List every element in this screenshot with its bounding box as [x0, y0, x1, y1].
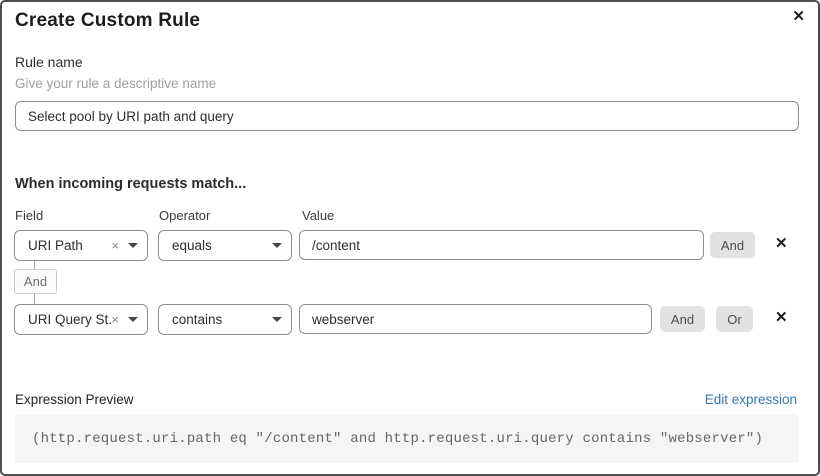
rule-name-input[interactable] [15, 101, 799, 131]
page-title: Create Custom Rule [15, 10, 201, 31]
chevron-down-icon [128, 317, 138, 322]
value-column-label: Value [302, 208, 335, 223]
expression-code-block: (http.request.uri.path eq "/content" and… [15, 414, 799, 463]
clear-field-icon[interactable]: × [111, 312, 119, 327]
operator-select[interactable]: equals [158, 230, 292, 261]
value-input[interactable] [299, 304, 652, 334]
field-select-value: URI Query St... [28, 312, 112, 327]
group-connector-pill: And [14, 269, 57, 294]
field-select-value: URI Path [28, 238, 83, 253]
connector-line [34, 294, 35, 304]
value-input[interactable] [299, 230, 704, 260]
chevron-down-icon [272, 243, 282, 248]
chevron-down-icon [272, 317, 282, 322]
edit-expression-link[interactable]: Edit expression [704, 392, 797, 407]
remove-condition-icon[interactable]: ✕ [775, 235, 788, 252]
remove-condition-icon[interactable]: ✕ [775, 309, 788, 326]
operator-select[interactable]: contains [158, 304, 292, 335]
condition-row: URI Query St... × contains And Or ✕ [14, 304, 810, 335]
condition-row: URI Path × equals And ✕ [14, 230, 810, 261]
operator-column-label: Operator [159, 208, 211, 223]
clear-field-icon[interactable]: × [111, 238, 119, 253]
add-and-condition-button[interactable]: And [710, 232, 755, 258]
connector-line [34, 261, 35, 269]
match-heading: When incoming requests match... [15, 176, 247, 192]
operator-select-value: equals [172, 238, 212, 253]
field-select[interactable]: URI Query St... × [14, 304, 148, 335]
chevron-down-icon [128, 243, 138, 248]
expression-preview-label: Expression Preview [15, 392, 134, 407]
close-icon[interactable]: ✕ [792, 8, 805, 25]
rule-name-label: Rule name [15, 54, 83, 70]
field-column-label: Field [15, 208, 44, 223]
field-select[interactable]: URI Path × [14, 230, 148, 261]
add-and-condition-button[interactable]: And [660, 306, 705, 332]
operator-select-value: contains [172, 312, 223, 327]
rule-name-help: Give your rule a descriptive name [15, 76, 217, 91]
add-or-condition-button[interactable]: Or [716, 306, 753, 332]
